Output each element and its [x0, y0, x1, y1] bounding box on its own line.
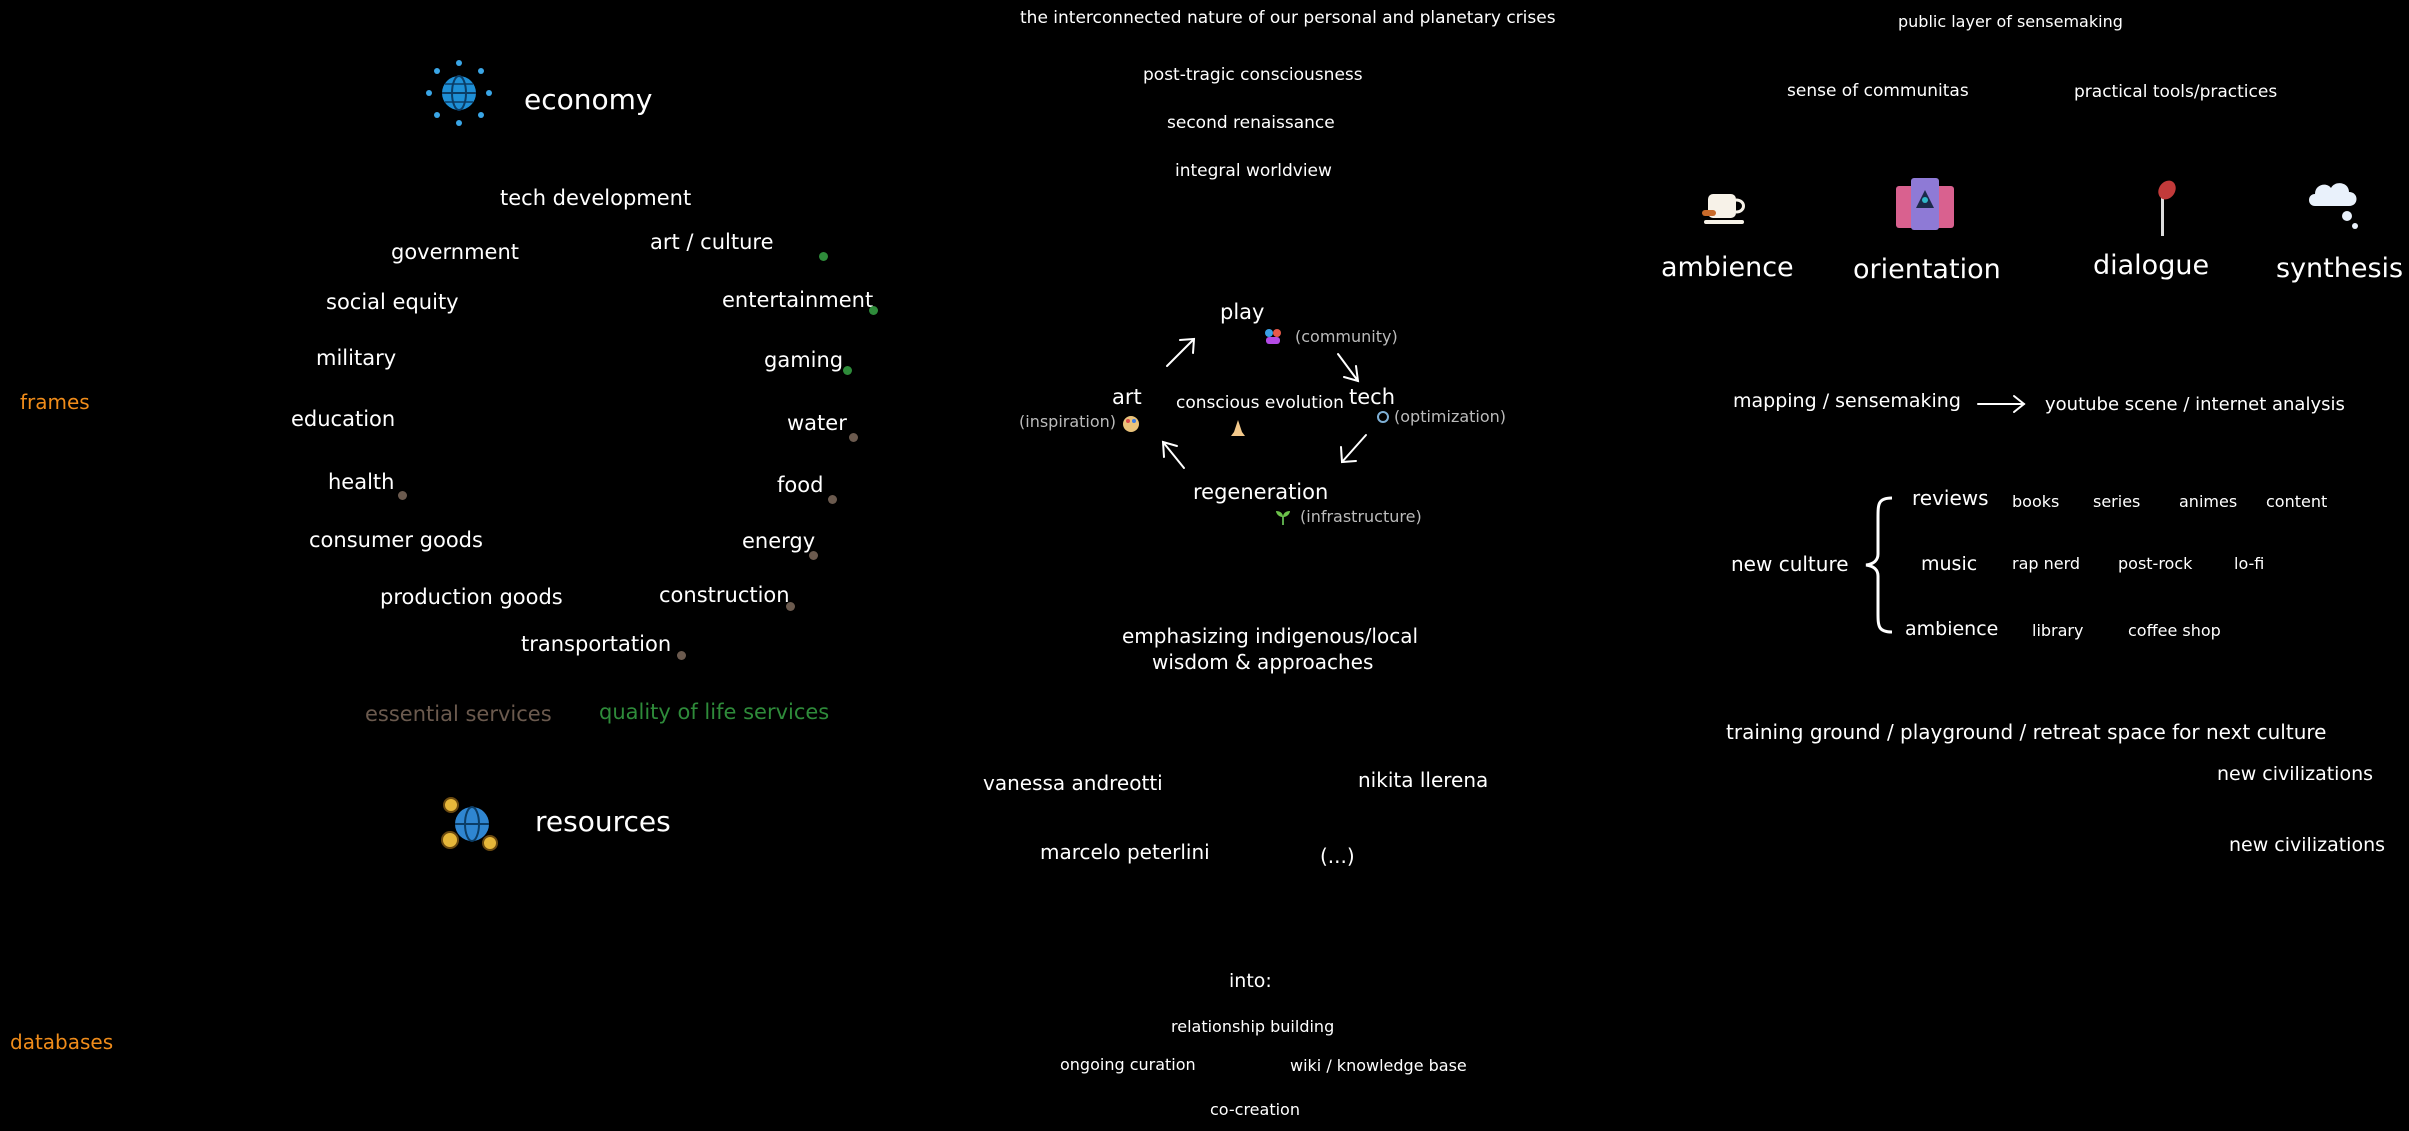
- emphasizing-line-1: emphasizing indigenous/local: [1122, 624, 1419, 648]
- ambience-coffee-shop: coffee shop: [2128, 621, 2221, 640]
- globe-network-icon: [424, 58, 494, 128]
- thought-bubble-icon: [2303, 176, 2361, 232]
- frames-label: frames: [20, 390, 90, 414]
- curly-brace: [1862, 494, 1896, 636]
- quality-dot: [843, 366, 852, 375]
- essential-dot: [786, 602, 795, 611]
- cycle-regeneration: regeneration: [1193, 480, 1329, 504]
- second-renaissance-label: second renaissance: [1167, 113, 1335, 133]
- essential-dot: [398, 491, 407, 500]
- person-more: (...): [1320, 844, 1355, 868]
- palette-icon: [1122, 415, 1140, 433]
- cycle-tech-sub: (optimization): [1394, 407, 1507, 426]
- economy-item-transportation: transportation: [521, 632, 672, 656]
- pillar-ambience: ambience: [1661, 252, 1794, 283]
- person-nikita: nikita llerena: [1358, 768, 1489, 792]
- new-civilizations-1: new civilizations: [2217, 763, 2374, 785]
- reviews-content: content: [2266, 492, 2328, 511]
- public-layer-heading: public layer of sensemaking: [1898, 12, 2123, 31]
- economy-item-construction: construction: [659, 583, 790, 607]
- economy-item-gaming: gaming: [764, 348, 844, 372]
- integral-worldview-label: integral worldview: [1175, 161, 1332, 181]
- music-rap-nerd: rap nerd: [2012, 554, 2081, 573]
- new-culture-label: new culture: [1731, 552, 1849, 576]
- into-curation: ongoing curation: [1060, 1055, 1196, 1074]
- youtube-label: youtube scene / internet analysis: [2045, 394, 2345, 415]
- into-relationship: relationship building: [1171, 1017, 1335, 1036]
- economy-item-art-culture: art / culture: [650, 230, 774, 254]
- tarot-cards-icon: [1894, 176, 1956, 232]
- economy-item-entertainment: entertainment: [722, 288, 874, 312]
- music-label: music: [1921, 553, 1978, 575]
- resources-title: resources: [535, 805, 671, 838]
- economy-item-health: health: [328, 470, 395, 494]
- essential-dot: [809, 551, 818, 560]
- essential-dot: [677, 651, 686, 660]
- economy-title: economy: [524, 83, 653, 116]
- reviews-series: series: [2093, 492, 2141, 511]
- emphasizing-line-2: wisdom & approaches: [1152, 650, 1374, 674]
- databases-label: databases: [10, 1030, 114, 1054]
- training-ground-label: training ground / playground / retreat s…: [1726, 720, 2327, 744]
- crises-heading: the interconnected nature of our persona…: [1020, 8, 1556, 28]
- communitas-label: sense of communitas: [1787, 81, 1969, 101]
- quality-dot: [819, 252, 828, 261]
- person-vanessa: vanessa andreotti: [983, 771, 1163, 795]
- ambience-row-label: ambience: [1905, 618, 1999, 640]
- into-wiki: wiki / knowledge base: [1290, 1056, 1467, 1075]
- wrench-icon: [1376, 409, 1390, 423]
- person-marcelo: marcelo peterlini: [1040, 840, 1210, 864]
- economy-item-social-equity: social equity: [326, 290, 459, 314]
- economy-item-consumer-goods: consumer goods: [309, 528, 483, 552]
- pillar-synthesis: synthesis: [2276, 253, 2404, 284]
- seedling-icon: [1274, 508, 1292, 526]
- cycle-play-sub: (community): [1295, 327, 1398, 346]
- ambience-library: library: [2032, 621, 2084, 640]
- music-lo-fi: lo-fi: [2234, 554, 2265, 573]
- pillar-dialogue: dialogue: [2093, 250, 2210, 281]
- economy-item-energy: energy: [742, 529, 816, 553]
- economy-item-water: water: [787, 411, 847, 435]
- into-label: into:: [1229, 970, 1272, 992]
- cycle-center: conscious evolution: [1176, 393, 1344, 413]
- economy-item-military: military: [316, 346, 397, 370]
- cycle-tech: tech: [1349, 385, 1396, 409]
- cycle-art: art: [1112, 385, 1142, 409]
- praying-hands-icon: [1228, 418, 1248, 438]
- economy-item-production-goods: production goods: [380, 585, 563, 609]
- essential-dot: [828, 495, 837, 504]
- microphone-icon: [2141, 178, 2183, 238]
- cycle-regeneration-sub: (infrastructure): [1300, 507, 1422, 526]
- economy-item-food: food: [777, 473, 824, 497]
- quality-services-legend: quality of life services: [599, 700, 830, 724]
- reviews-books: books: [2012, 492, 2060, 511]
- quality-dot: [869, 306, 878, 315]
- music-post-rock: post-rock: [2118, 554, 2193, 573]
- cycle-art-sub: (inspiration): [1019, 412, 1117, 431]
- new-civilizations-2: new civilizations: [2229, 834, 2386, 856]
- essential-dot: [849, 433, 858, 442]
- post-tragic-label: post-tragic consciousness: [1143, 65, 1363, 85]
- globe-gears-icon: [440, 794, 500, 854]
- economy-item-government: government: [391, 240, 520, 264]
- pillar-orientation: orientation: [1853, 254, 2001, 285]
- economy-item-education: education: [291, 407, 396, 431]
- mapping-label: mapping / sensemaking: [1733, 390, 1961, 412]
- reviews-animes: animes: [2179, 492, 2238, 511]
- coffee-cup-icon: [1698, 188, 1754, 232]
- cycle-play: play: [1220, 300, 1265, 324]
- essential-services-legend: essential services: [365, 702, 552, 726]
- reviews-label: reviews: [1912, 486, 1989, 510]
- practical-tools-label: practical tools/practices: [2074, 82, 2278, 102]
- into-cocreation: co-creation: [1210, 1100, 1300, 1119]
- economy-item-tech-development: tech development: [500, 186, 692, 210]
- people-icon: [1264, 327, 1282, 345]
